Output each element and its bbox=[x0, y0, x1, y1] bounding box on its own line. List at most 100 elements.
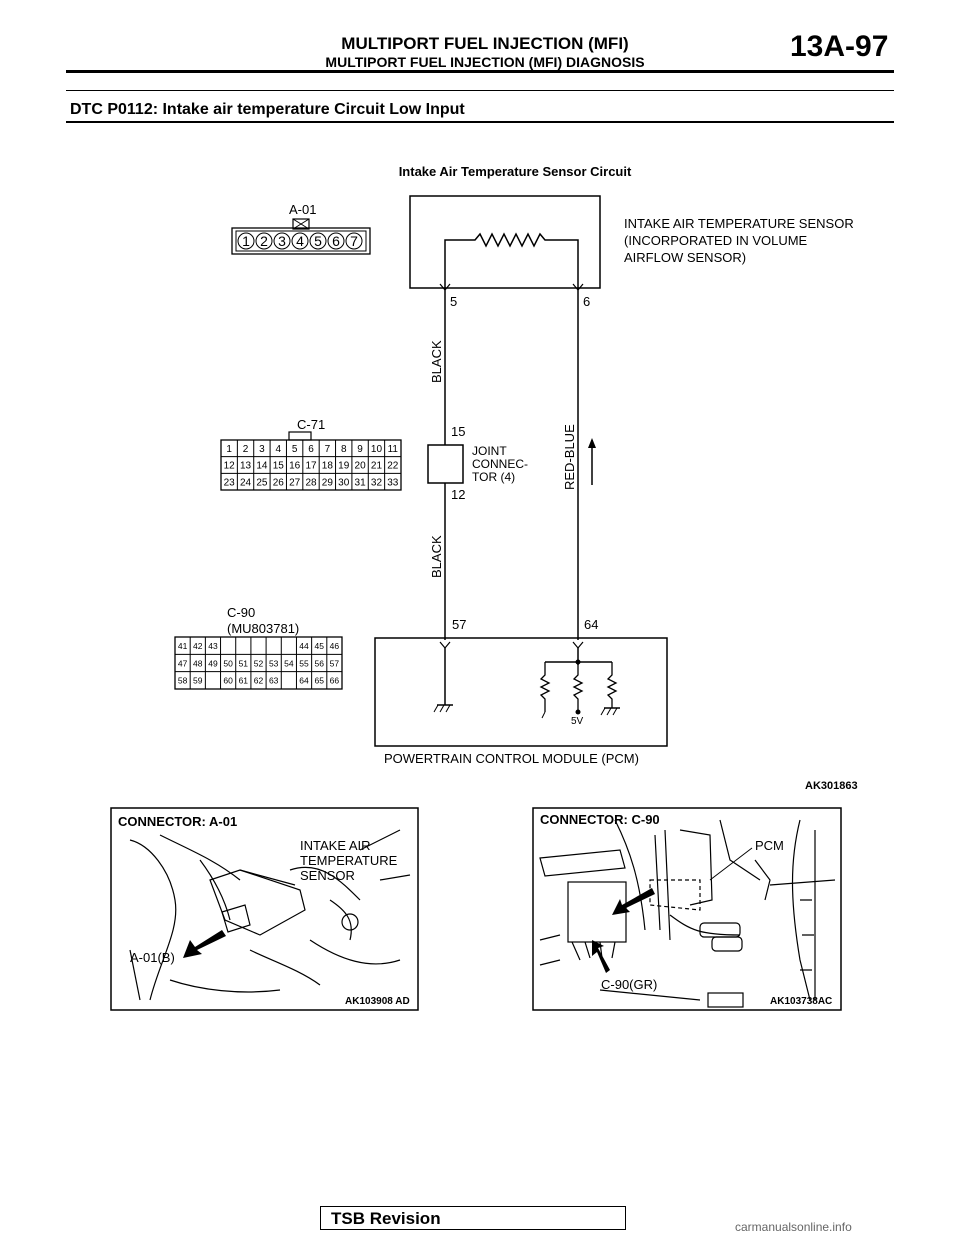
c71-pin-label: 31 bbox=[355, 477, 367, 488]
wire-black-upper: BLACK bbox=[429, 340, 444, 383]
c71-pin-label: 11 bbox=[388, 444, 399, 455]
c90-pin-label: 66 bbox=[330, 676, 340, 686]
c90-pin-label: 56 bbox=[314, 658, 324, 668]
c71-pin-label: 18 bbox=[322, 461, 334, 472]
c90-pin-label: 63 bbox=[269, 676, 279, 686]
c90-pin-label: 55 bbox=[299, 658, 309, 668]
joint-connector-label: JOINT CONNEC- TOR (4) bbox=[472, 445, 528, 484]
c71-pin-label: 17 bbox=[305, 461, 317, 472]
header-rule bbox=[66, 70, 894, 73]
a01-pin-label: 3 bbox=[278, 233, 286, 249]
c90-pin-label: 59 bbox=[193, 676, 203, 686]
c90-pin-label: 51 bbox=[239, 658, 249, 668]
photo-left-figure-code: AK103908 AD bbox=[345, 996, 410, 1007]
c90-pin-label: 48 bbox=[193, 658, 203, 668]
c90-pin-label: 49 bbox=[208, 658, 218, 668]
photo-right-figure-code: AK103738AC bbox=[770, 996, 833, 1007]
photo-left-sensor-line3: SENSOR bbox=[300, 868, 355, 883]
photo-left-sensor-line2: TEMPERATURE bbox=[300, 853, 398, 868]
c71-pin-label: 10 bbox=[371, 444, 383, 455]
c71-pin-label: 1 bbox=[226, 444, 232, 455]
c90-pin-label: 41 bbox=[178, 641, 188, 651]
pin-6-label: 6 bbox=[583, 294, 591, 309]
c71-pin-label: 13 bbox=[240, 461, 252, 472]
photo-left-connector-tag: A-01(B) bbox=[130, 950, 175, 965]
dtc-top-rule bbox=[66, 90, 894, 91]
c71-pin-label: 30 bbox=[338, 477, 350, 488]
page-number: 13A-97 bbox=[790, 30, 889, 63]
c90-pin-label: 42 bbox=[193, 641, 203, 651]
photo-right-connector-tag: C-90(GR) bbox=[601, 977, 658, 992]
sensor-label-line3: AIRFLOW SENSOR) bbox=[624, 250, 747, 265]
c71-pin-label: 29 bbox=[322, 477, 334, 488]
arrow-pcm-icon bbox=[612, 888, 655, 915]
watermark: carmanualsonline.info bbox=[735, 1220, 852, 1234]
tsb-revision: TSB Revision bbox=[320, 1206, 626, 1230]
c71-pin-label: 24 bbox=[240, 477, 252, 488]
c71-pin-label: 25 bbox=[256, 477, 268, 488]
connector-c90-label: C-90 bbox=[227, 605, 256, 620]
pin-12-label: 12 bbox=[451, 487, 466, 502]
c90-pin-label: 53 bbox=[269, 658, 279, 668]
c71-pin-label: 23 bbox=[224, 477, 236, 488]
a01-pin-2 bbox=[255, 232, 273, 250]
joint-line1: JOINT bbox=[472, 444, 507, 458]
sensor-label-line2: (INCORPORATED IN VOLUME bbox=[624, 233, 808, 248]
c71-pin-label: 7 bbox=[325, 444, 331, 455]
connector-c71-label: C-71 bbox=[297, 417, 326, 432]
header-title: MULTIPORT FUEL INJECTION (MFI) bbox=[341, 34, 629, 53]
joint-line2: CONNEC- bbox=[472, 457, 528, 471]
photo-left-title: CONNECTOR: A-01 bbox=[118, 814, 238, 829]
joint-line3: TOR (4) bbox=[472, 470, 516, 484]
intake-sensor-sketch bbox=[129, 829, 411, 1001]
c71-pin-label: 32 bbox=[371, 477, 383, 488]
connector-a01-label: A-01 bbox=[289, 202, 317, 217]
a01-pin-label: 1 bbox=[242, 233, 250, 249]
pin-15-label: 15 bbox=[451, 424, 466, 439]
diagram-title: Intake Air Temperature Sensor Circuit bbox=[398, 164, 632, 179]
pin-5-label: 5 bbox=[450, 294, 458, 309]
c90-pin-label: 54 bbox=[284, 658, 294, 668]
c90-pin-label: 58 bbox=[178, 676, 188, 686]
c71-pin-label: 5 bbox=[292, 444, 298, 455]
c71-pin-label: 28 bbox=[305, 477, 317, 488]
pcm-sketch bbox=[539, 819, 836, 1008]
c71-pin-label: 3 bbox=[259, 444, 265, 455]
c90-pin-label: 43 bbox=[208, 641, 218, 651]
c90-pin-label: 47 bbox=[178, 658, 188, 668]
c71-pin-label: 6 bbox=[308, 444, 314, 455]
dtc-bottom-rule bbox=[66, 121, 894, 123]
a01-pin-label: 4 bbox=[296, 233, 304, 249]
c71-pin-label: 4 bbox=[275, 444, 281, 455]
c71-pin-label: 15 bbox=[273, 461, 285, 472]
c71-pin-label: 33 bbox=[387, 477, 399, 488]
a01-pin-6 bbox=[327, 232, 345, 250]
wire-black-lower: BLACK bbox=[429, 535, 444, 578]
c90-pin-label: 45 bbox=[314, 641, 324, 651]
c71-pin-label: 12 bbox=[224, 461, 236, 472]
a01-pin-label: 7 bbox=[350, 233, 358, 249]
c90-pin-label: 64 bbox=[299, 676, 309, 686]
sensor-label-line1: INTAKE AIR TEMPERATURE SENSOR bbox=[624, 216, 854, 231]
c71-pin-label: 19 bbox=[338, 461, 350, 472]
a01-pin-5 bbox=[309, 232, 327, 250]
a01-pin-label: 2 bbox=[260, 233, 268, 249]
a01-pin-7 bbox=[345, 232, 363, 250]
c71-pin-label: 2 bbox=[243, 444, 249, 455]
a01-pin-1 bbox=[237, 232, 255, 250]
c90-pin-label: 57 bbox=[330, 658, 340, 668]
c71-pin-label: 14 bbox=[256, 461, 268, 472]
c90-pin-label: 46 bbox=[330, 641, 340, 651]
a01-pin-3 bbox=[273, 232, 291, 250]
c90-pin-label: 65 bbox=[314, 676, 324, 686]
c71-pin-label: 27 bbox=[289, 477, 301, 488]
c71-pin-label: 9 bbox=[357, 444, 363, 455]
c90-pin-label: 52 bbox=[254, 658, 264, 668]
c71-pin-label: 8 bbox=[341, 444, 347, 455]
c90-pin-label: 61 bbox=[239, 676, 249, 686]
arrow-c90-icon bbox=[592, 940, 610, 973]
a01-pin-label: 5 bbox=[314, 233, 322, 249]
diagram-figure-code: AK301863 bbox=[805, 780, 858, 792]
pcm-label: POWERTRAIN CONTROL MODULE (PCM) bbox=[384, 751, 639, 766]
